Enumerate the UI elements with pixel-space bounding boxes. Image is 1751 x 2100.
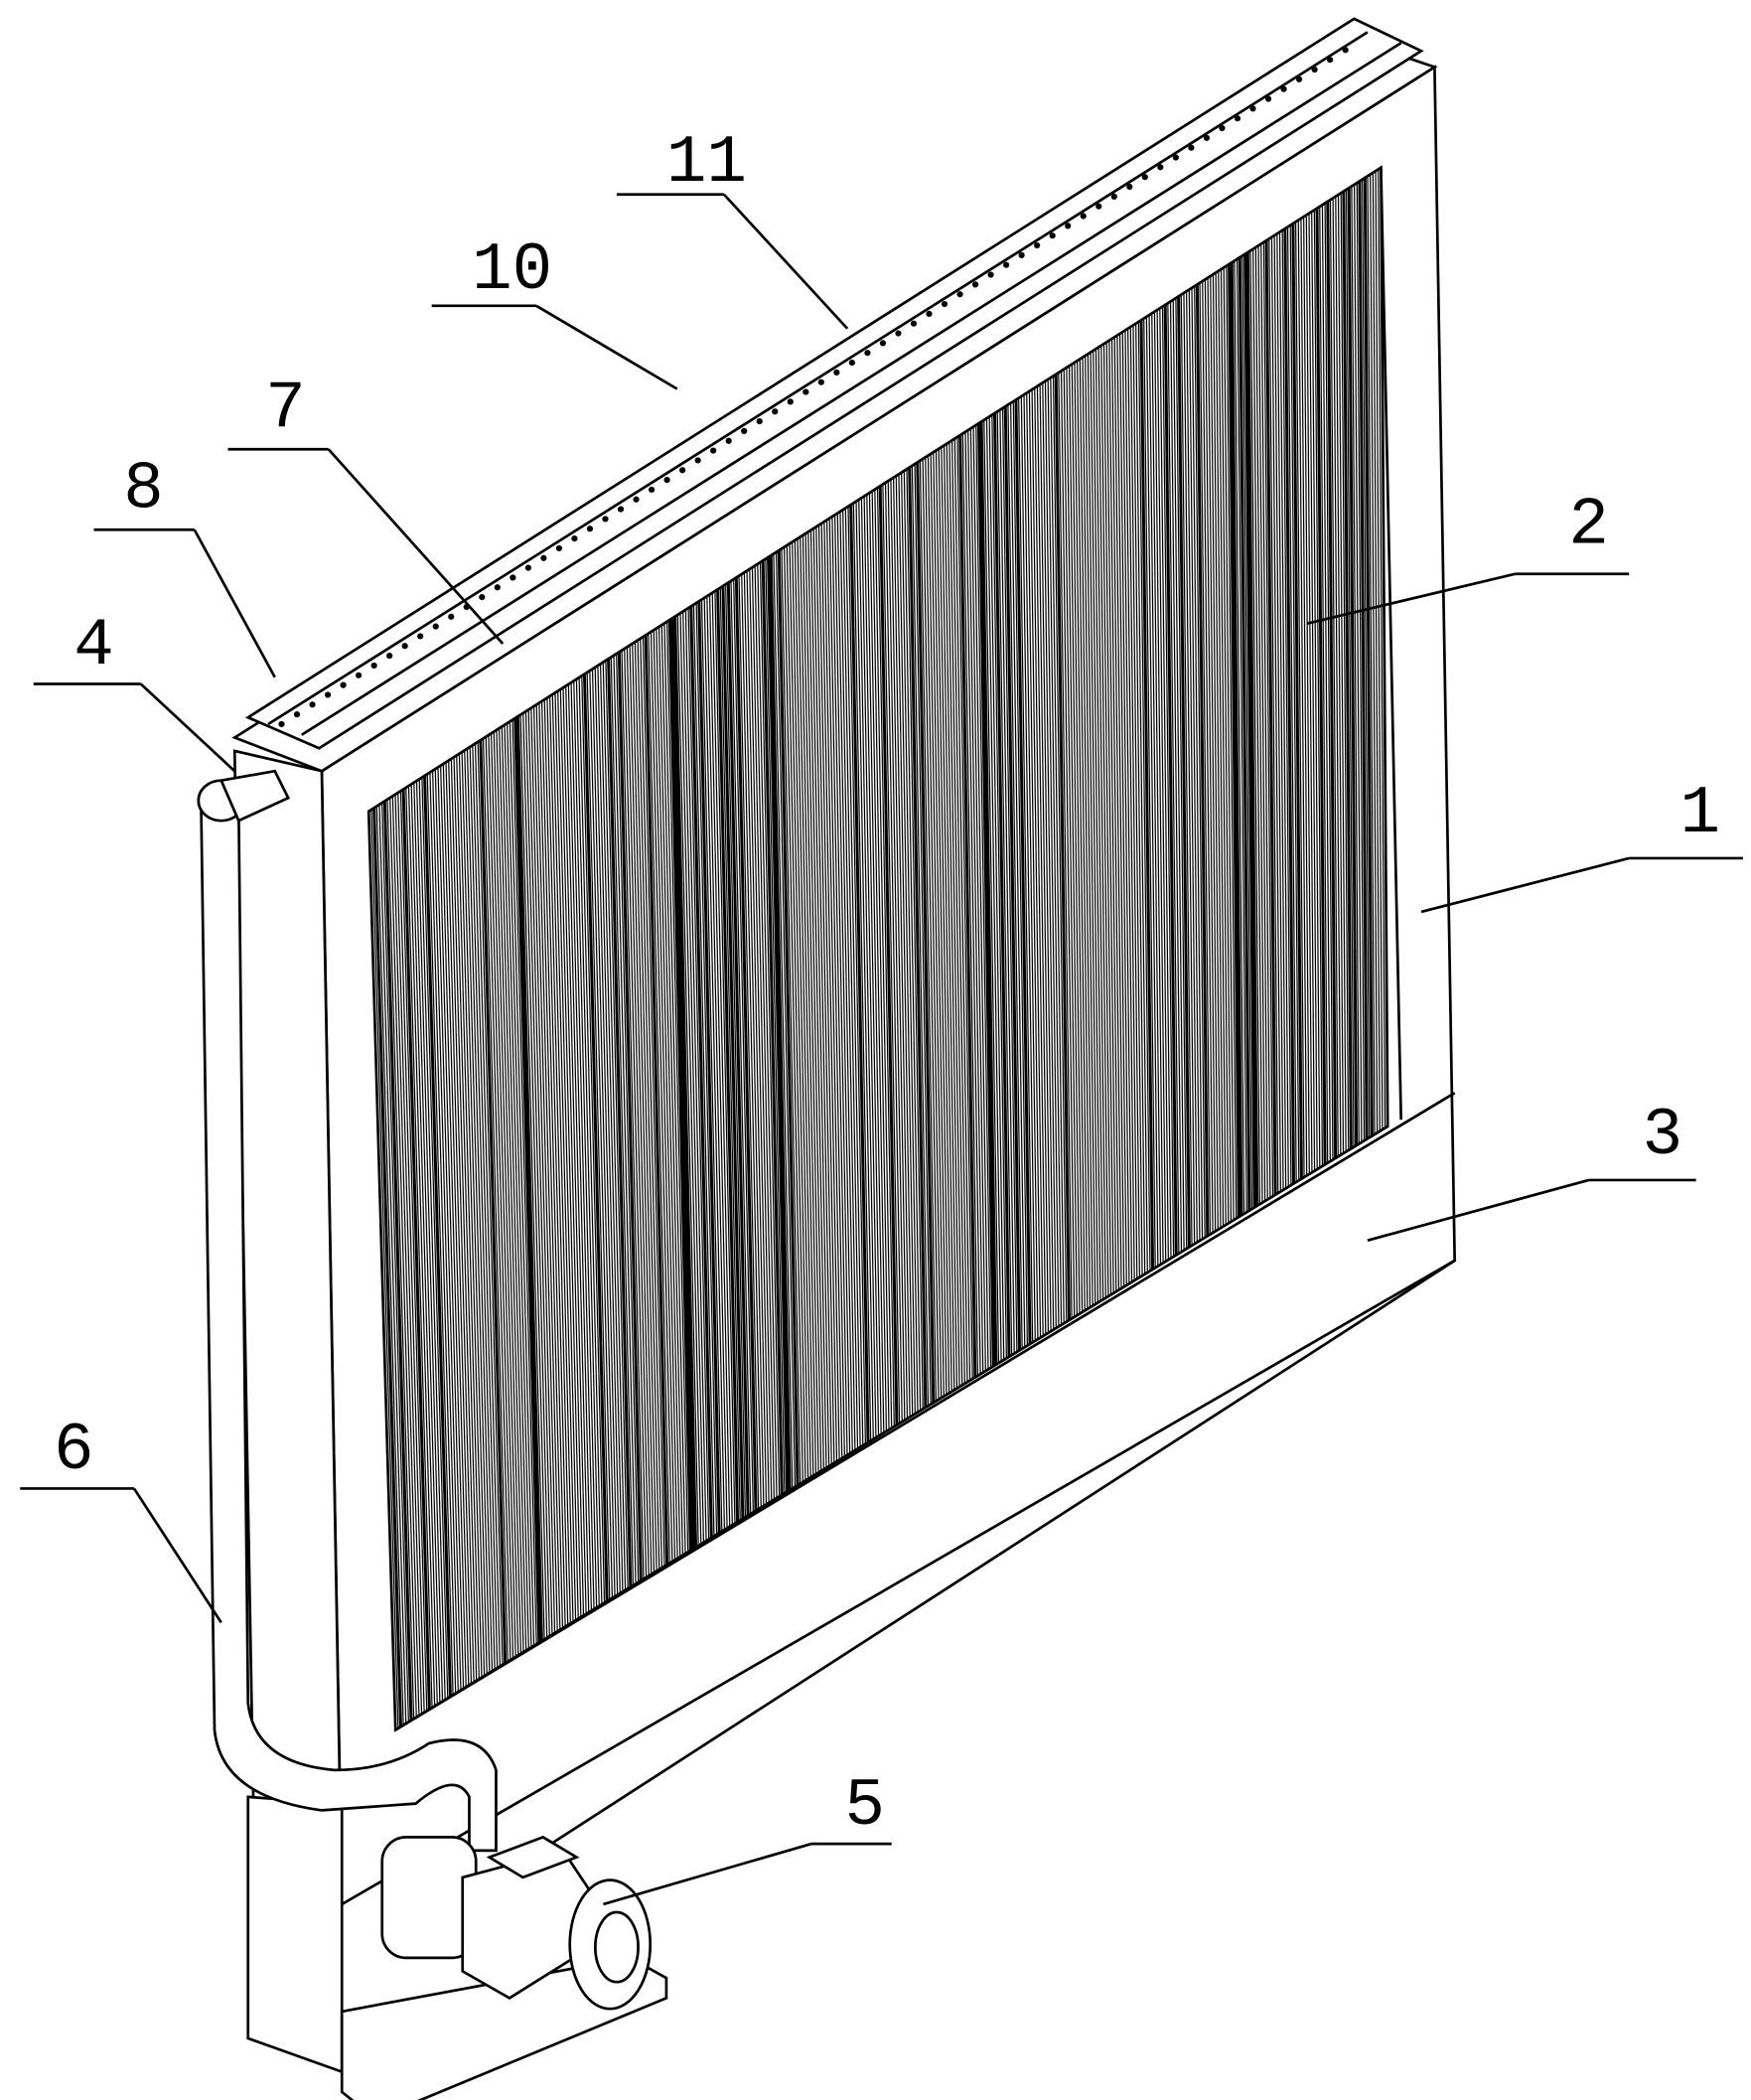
spray-hole — [495, 584, 501, 590]
spray-hole — [1343, 47, 1349, 53]
callout-number: 11 — [666, 126, 747, 202]
spray-hole — [649, 487, 655, 493]
callout-number: 5 — [844, 1769, 885, 1845]
spray-hole — [571, 535, 577, 541]
pedestal — [248, 1797, 342, 2072]
spray-hole — [1204, 135, 1210, 141]
spray-hole — [325, 691, 331, 697]
spray-hole — [525, 565, 531, 571]
spray-hole — [849, 360, 855, 366]
callout-spray-holes: 10 — [432, 233, 677, 388]
spray-hole — [818, 379, 824, 385]
spray-hole — [1050, 232, 1056, 238]
callout-number: 7 — [265, 372, 306, 447]
spray-hole — [710, 447, 716, 453]
spray-hole — [1111, 194, 1117, 200]
callout-number: 3 — [1643, 1099, 1683, 1174]
spray-hole — [371, 663, 377, 669]
spray-hole — [309, 701, 315, 707]
spray-hole — [726, 438, 732, 444]
spray-hole — [1188, 145, 1194, 151]
spray-hole — [540, 555, 546, 561]
callout-frame: 1 — [1421, 777, 1743, 912]
spray-hole — [757, 418, 763, 424]
spray-hole — [618, 506, 624, 512]
spray-hole — [987, 271, 993, 277]
spray-hole — [1327, 57, 1333, 63]
spray-hole — [1235, 115, 1240, 121]
spray-hole — [942, 301, 948, 307]
callout-inlet-pipe: 4 — [34, 609, 234, 771]
spray-hole — [788, 398, 794, 404]
spray-hole — [803, 388, 808, 394]
spray-hole — [510, 574, 515, 580]
spray-hole — [1034, 242, 1040, 248]
spray-hole — [1173, 154, 1179, 160]
spray-hole — [741, 428, 747, 434]
spray-hole — [1126, 184, 1132, 190]
spray-hole — [1219, 125, 1225, 131]
spray-hole — [679, 467, 685, 473]
spray-hole — [1081, 213, 1087, 219]
spray-hole — [587, 525, 593, 531]
spray-hole — [1142, 174, 1148, 180]
spray-hole — [386, 653, 392, 659]
spray-hole — [1065, 223, 1071, 228]
callout-pump: 5 — [603, 1769, 891, 1904]
spray-hole — [1249, 105, 1255, 111]
spray-hole — [633, 497, 639, 503]
callout-number: 6 — [54, 1414, 94, 1489]
spray-hole — [895, 330, 901, 336]
spray-hole — [556, 545, 562, 551]
callout-number: 10 — [472, 233, 552, 309]
callout-number: 2 — [1568, 489, 1609, 564]
spray-hole — [926, 311, 932, 317]
spray-hole — [1019, 252, 1025, 258]
callout-number: 1 — [1679, 777, 1720, 852]
spray-hole — [695, 457, 701, 463]
spray-hole — [880, 340, 886, 346]
spray-hole — [956, 291, 962, 297]
spray-hole — [911, 321, 917, 327]
spray-hole — [294, 711, 300, 717]
spray-hole — [433, 624, 439, 630]
callout-spray-pipe: 11 — [617, 126, 847, 328]
pump — [342, 1837, 666, 2100]
spray-hole — [663, 477, 669, 483]
spray-hole — [340, 682, 346, 688]
spray-hole — [1296, 76, 1302, 82]
spray-hole — [479, 594, 485, 600]
spray-hole — [417, 633, 423, 639]
spray-hole — [864, 350, 870, 356]
spray-hole — [972, 281, 978, 287]
callout-number: 8 — [123, 452, 164, 527]
spray-hole — [1265, 95, 1271, 101]
spray-hole — [772, 408, 778, 414]
spray-hole — [448, 614, 454, 620]
spray-hole — [1311, 67, 1317, 73]
spray-hole — [1003, 262, 1009, 268]
callout-number: 4 — [73, 609, 114, 684]
spray-hole — [833, 370, 839, 375]
spray-hole — [1280, 86, 1286, 92]
spray-hole — [602, 516, 608, 522]
spray-hole — [1095, 204, 1101, 210]
spray-hole — [1157, 164, 1163, 170]
spray-hole — [402, 643, 408, 649]
callout-trough-end: 8 — [93, 452, 274, 676]
callout-riser-pipe: 6 — [20, 1414, 220, 1622]
spray-hole — [278, 721, 284, 727]
spray-hole — [356, 673, 362, 678]
